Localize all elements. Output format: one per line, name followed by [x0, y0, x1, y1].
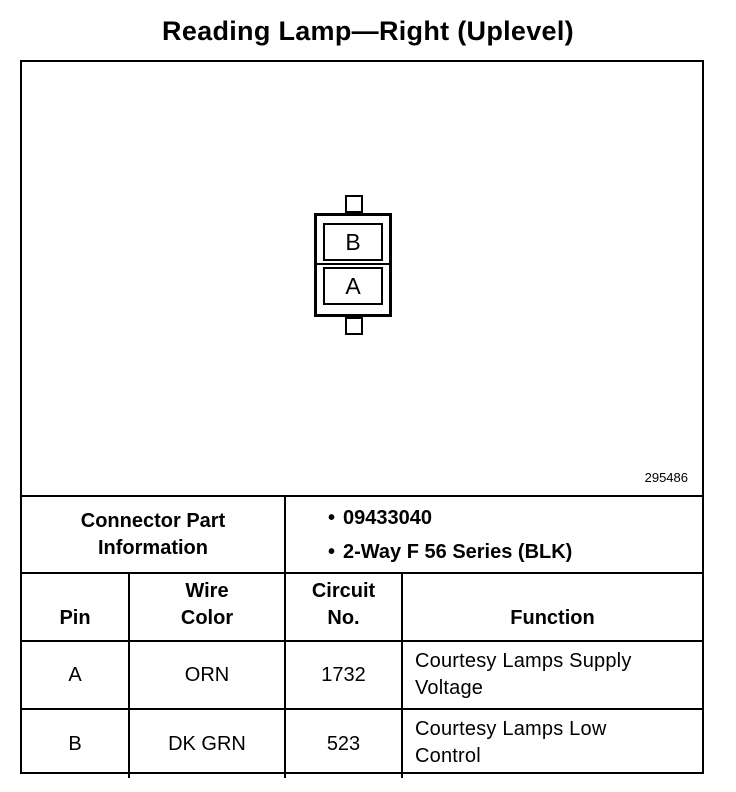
pin-table-header: Pin Wire Color Circuit No. Function — [22, 574, 702, 642]
connector-info-table: Connector Part Information •09433040 •2-… — [22, 495, 702, 572]
pin-cell: A — [22, 642, 130, 708]
reference-number: 295486 — [644, 470, 688, 485]
connector-frame: B A 295486 Connector Part Information •0… — [20, 60, 704, 778]
header-pin: Pin — [22, 574, 130, 640]
connector-tab-top — [345, 195, 363, 213]
header-circuit-no: Circuit No. — [286, 574, 403, 640]
connector-diagram: B A 295486 — [22, 62, 702, 495]
page-title: Reading Lamp—Right (Uplevel) — [162, 16, 574, 46]
circuit-no-cell: 523 — [286, 710, 403, 778]
connector-info-values: •09433040 •2-Way F 56 Series (BLK) — [286, 497, 702, 572]
function-cell: Courtesy Lamps Supply Voltage — [415, 650, 632, 699]
connector-info-label-line2: Information — [98, 536, 208, 559]
cavity-b: B — [323, 223, 383, 261]
cavity-a: A — [323, 267, 383, 305]
pin-table: Pin Wire Color Circuit No. Function A OR… — [22, 572, 702, 778]
pin-cell: B — [22, 710, 130, 778]
header-function: Function — [510, 607, 595, 629]
connector-part-number: •09433040 — [328, 507, 432, 529]
table-row: B DK GRN 523 Courtesy Lamps Low Control — [22, 710, 702, 778]
connector-info-label-line1: Connector Part — [80, 509, 226, 532]
wire-color-cell: DK GRN — [130, 710, 286, 778]
table-row: A ORN 1732 Courtesy Lamps Supply Voltage — [22, 642, 702, 710]
connector-info-label: Connector Part Information — [22, 497, 286, 572]
function-cell: Courtesy Lamps Low Control — [415, 718, 607, 767]
connector-body: B A — [314, 213, 392, 317]
circuit-no-cell: 1732 — [286, 642, 403, 708]
header-wire-color: Wire Color — [130, 574, 286, 640]
cavity-divider — [317, 263, 389, 265]
wire-color-cell: ORN — [130, 642, 286, 708]
connector-description: •2-Way F 56 Series (BLK) — [328, 541, 573, 563]
connector-tab-bottom — [345, 317, 363, 335]
